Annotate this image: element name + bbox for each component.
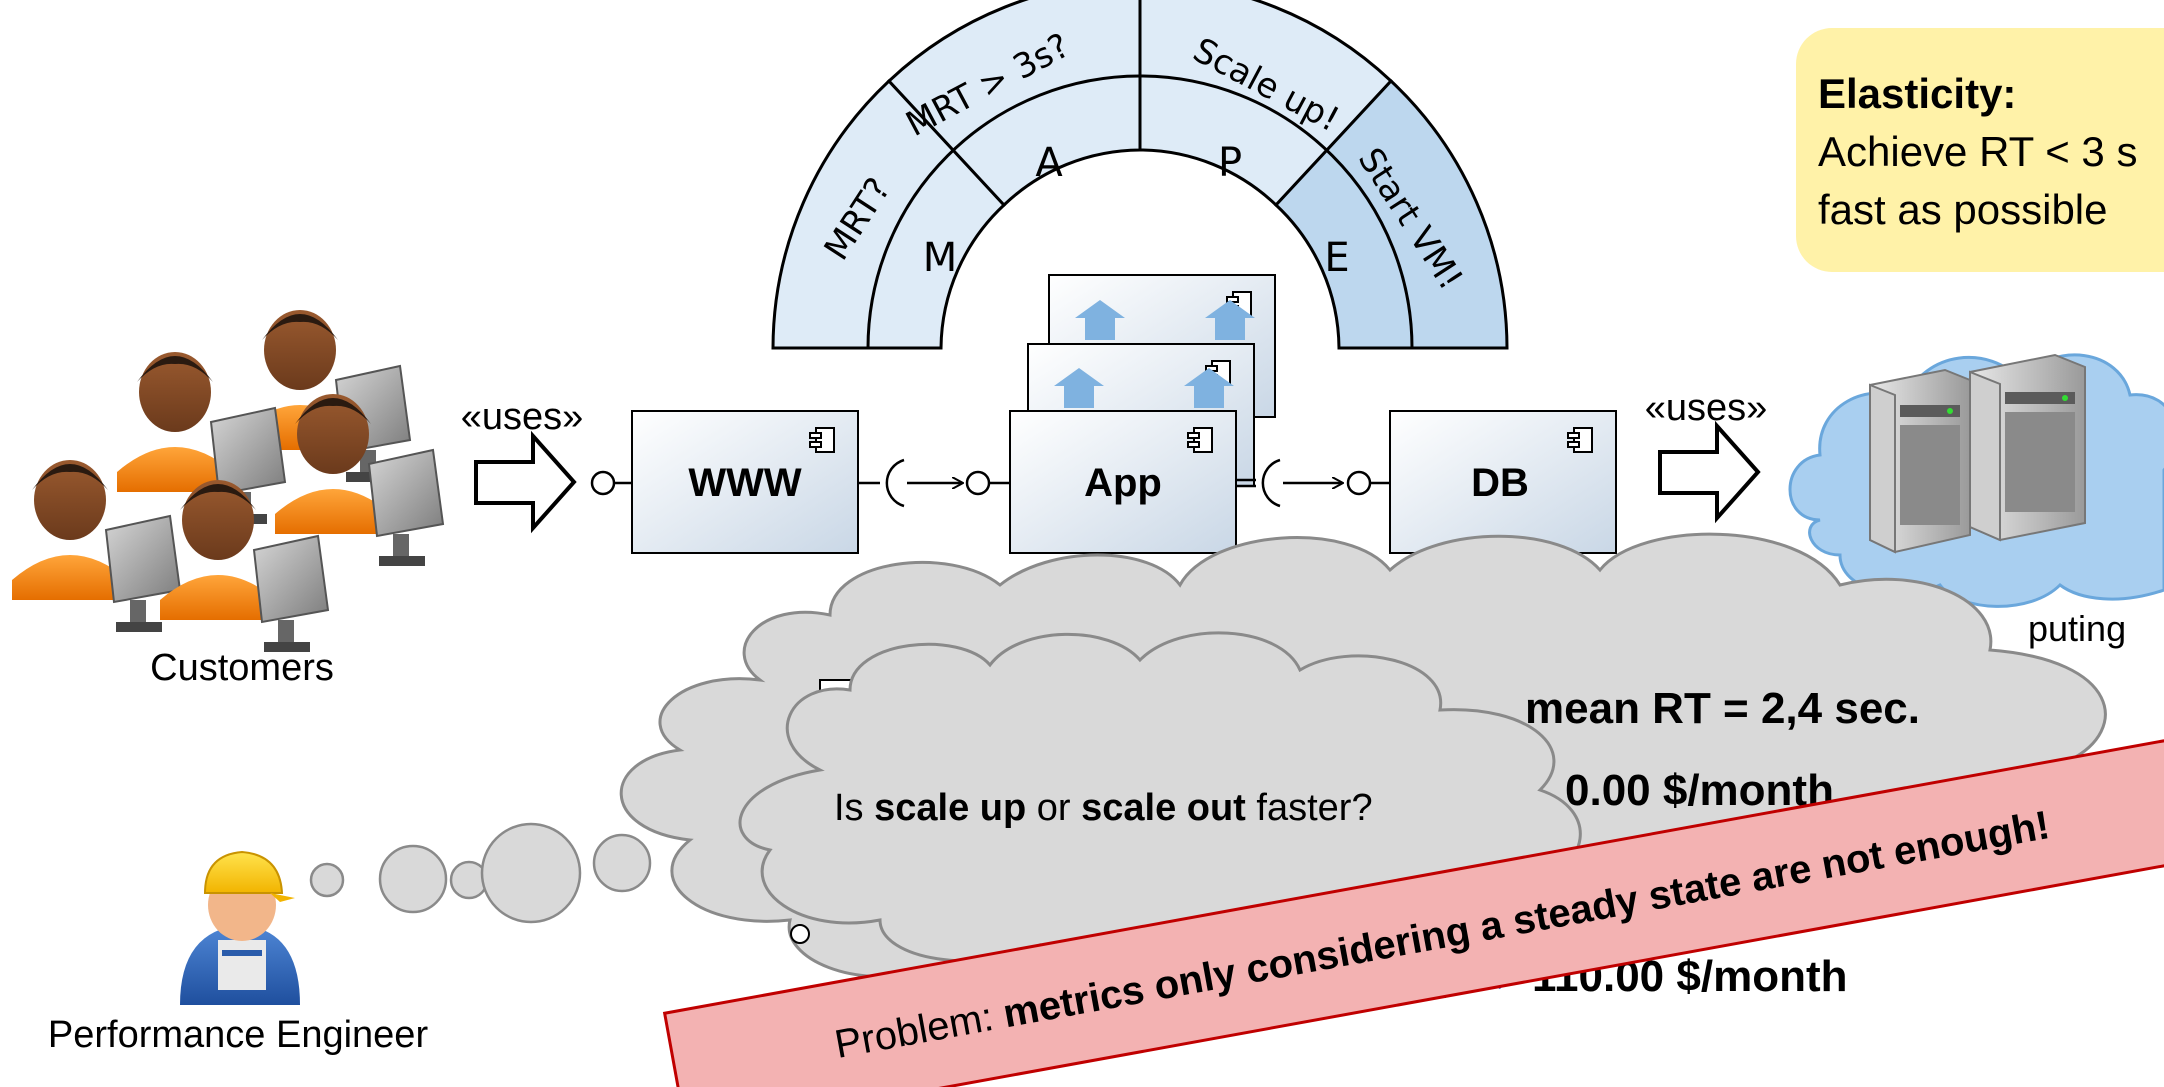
thought-dot (592, 833, 652, 893)
cost-text-1: 0.00 $/month (1565, 766, 1834, 815)
elasticity-title: Elasticity: (1818, 70, 2016, 117)
elasticity-line2: fast as possible (1818, 186, 2108, 233)
mape-segment-a (886, 0, 1142, 208)
mape-inner-ring (866, 74, 1414, 349)
app-component: App (1009, 410, 1237, 554)
uses-arrow-left (474, 430, 577, 534)
customers-group (12, 310, 445, 652)
mape-segment-e (1273, 78, 1509, 350)
performance-engineer-icon (180, 850, 300, 1005)
mape-inner-label-a: A (1035, 140, 1063, 186)
server-icon (1869, 368, 1971, 554)
mape-inner-label-m: M (923, 235, 958, 281)
www-label: WWW (688, 461, 802, 505)
server-icon (1969, 353, 2086, 542)
computing-cloud (1788, 353, 2164, 608)
uses-arrow-right (1658, 420, 1761, 524)
mape-segment-p (1138, 0, 1394, 208)
thought-dot (378, 844, 448, 914)
www-component: WWW (631, 410, 859, 554)
mean-rt-text: mean RT = 2,4 sec. (1525, 684, 1920, 733)
mape-loop: MRT? MRT > 3s? Scale up! Start VM! M A P… (771, 0, 1509, 350)
thought-dot (480, 822, 582, 924)
thought-dot (309, 862, 345, 898)
engineer-label: Performance Engineer (48, 1014, 429, 1056)
elasticity-note: Elasticity: Achieve RT < 3 s fast as pos… (1796, 28, 2164, 272)
www-provided-interface (590, 470, 616, 496)
mape-inner-label-e: E (1324, 235, 1349, 281)
app-label: App (1084, 461, 1162, 505)
db-component: DB (1389, 410, 1617, 554)
computing-label: puting (2028, 608, 2126, 649)
mape-segment-m (771, 78, 1007, 350)
thought-text: Is scale up or scale out faster? (834, 787, 1373, 829)
elasticity-line1: Achieve RT < 3 s (1818, 128, 2137, 175)
uses-label-left: «uses» (461, 396, 584, 438)
db-label: DB (1471, 461, 1529, 505)
uses-label-right: «uses» (1645, 387, 1768, 429)
customers-label: Customers (150, 647, 334, 689)
mape-inner-label-p: P (1218, 140, 1242, 186)
